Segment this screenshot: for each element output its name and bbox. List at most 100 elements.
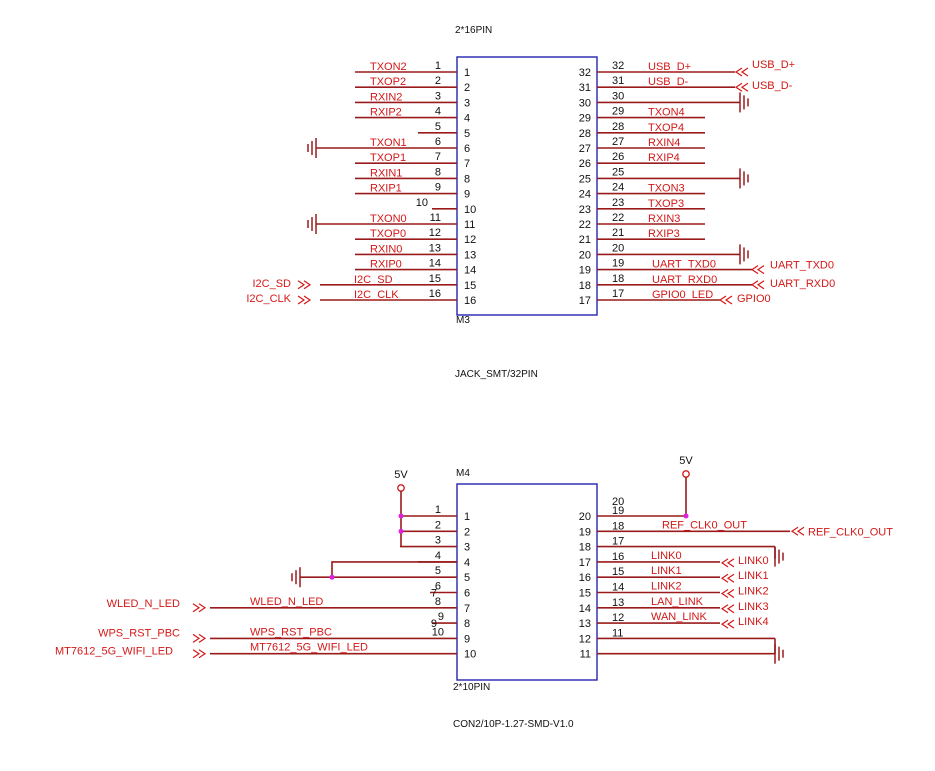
m3-left-pin-outer-number: 13 <box>429 242 441 254</box>
m3-right-net-label: TXON3 <box>648 183 685 195</box>
m3-left-pin-outer-number: 7 <box>435 151 441 163</box>
m3-port-usb-dm: USB_D- <box>752 80 793 92</box>
m4-link-port-icon <box>720 604 729 614</box>
m4-right-top-outer-number: 20 <box>612 496 624 508</box>
m4-right-pin-outer-number: 11 <box>612 627 623 639</box>
m4-port-wled: WLED_N_LED <box>107 598 180 610</box>
m3-right-pin-outer-number: 25 <box>612 166 624 178</box>
m3-left-pin-outer-number: 8 <box>435 166 441 178</box>
m3-right-pin-number: 30 <box>579 97 591 109</box>
m4-right-pin-number: 20 <box>579 511 591 523</box>
m4-wps-port-icon <box>192 633 201 643</box>
port-chevron-icon <box>726 604 735 614</box>
m4-right-pin-number: 13 <box>579 618 591 630</box>
m3-right-net-label: TXON4 <box>648 107 685 119</box>
m3-left-pin-outer-number: 15 <box>429 273 441 285</box>
m3-right-net-label: RXIN4 <box>648 137 680 149</box>
port-chevron-icon <box>198 649 207 659</box>
m4-right-pin-number: 16 <box>579 572 591 584</box>
m3-left-pin-number: 4 <box>464 113 470 125</box>
m3-left-net-label: TXON1 <box>370 137 407 149</box>
m4-left-pin-number: 10 <box>464 649 476 661</box>
m3-right-net-label: RXIP3 <box>648 228 680 240</box>
m4-port-mt7612: MT7612_5G_WIFI_LED <box>55 646 173 658</box>
port-chevron-icon <box>198 603 207 613</box>
m4-right-pin-number: 15 <box>579 588 591 600</box>
m3-top-caption: 2*16PIN <box>455 25 492 36</box>
m3-right-ground-icon <box>739 168 749 189</box>
m4-right-net-label: LINK0 <box>651 550 682 562</box>
m3-port-i2c-sd: I2C_SD <box>252 278 291 290</box>
m4-port-link: LINK3 <box>738 601 769 613</box>
m4-right-pin-number: 19 <box>579 526 591 538</box>
m3-left-net-label: I2C_SD <box>354 274 393 286</box>
m3-left-pin-number: 16 <box>464 295 476 307</box>
m4-left-pin-number: 8 <box>464 618 470 630</box>
port-chevron-icon <box>756 280 765 290</box>
m3-port-i2c-clk: I2C_CLK <box>246 293 291 305</box>
m3-left-net-label: TXOP2 <box>370 76 406 88</box>
junction-dot <box>398 528 404 534</box>
port-chevron-icon <box>740 82 749 92</box>
m4-right-ground-icon <box>774 546 784 567</box>
m3-left-pin-number: 8 <box>464 173 470 185</box>
m3-right-ground-icon <box>739 92 749 113</box>
m3-component-box <box>456 56 598 316</box>
m3-left-pin-outer-number: 6 <box>435 136 441 148</box>
m4-port-link: LINK1 <box>738 570 769 582</box>
m4-left-net-label: WPS_RST_PBC <box>250 626 332 638</box>
m3-left-net-label: TXOP0 <box>370 228 406 240</box>
m3-left-pin-number: 12 <box>464 234 476 246</box>
m3-left-pin-number: 14 <box>464 265 476 277</box>
port-chevron-icon <box>796 526 805 536</box>
m4-right-pin-outer-number: 14 <box>612 582 624 594</box>
m3-left-net-label: RXIP1 <box>370 183 402 195</box>
m3-right-pin-number: 19 <box>579 265 591 277</box>
m4-left-extra-outer-number: 7 <box>431 588 437 600</box>
m4-right-pin-outer-number: 12 <box>612 612 624 624</box>
m3-right-pin-number: 23 <box>579 204 591 216</box>
m3-right-pin-outer-number: 23 <box>612 197 624 209</box>
m3-port-uart-txd: UART_TXD0 <box>770 260 834 272</box>
m3-right-pin-outer-number: 19 <box>612 258 624 270</box>
m3-ref: M3 <box>456 315 470 326</box>
m4-right-pin-outer-number: 18 <box>612 520 624 532</box>
m4-ref: M4 <box>456 468 470 479</box>
m3-left-net-label: RXIN0 <box>370 243 402 255</box>
m4-port-refclk: REF_CLK0_OUT <box>808 526 893 538</box>
m3-gpio-port-icon <box>718 295 727 305</box>
m3-right-pin-outer-number: 31 <box>612 75 624 87</box>
m4-left-pin-number: 6 <box>464 588 470 600</box>
m3-right-net-label: TXOP4 <box>648 122 684 134</box>
m3-right-pin-outer-number: 26 <box>612 151 624 163</box>
m3-left-pin-outer-number: 5 <box>435 121 441 133</box>
m4-right-pin-number: 14 <box>579 603 591 615</box>
port-chevron-icon <box>726 573 735 583</box>
m4-right-net-label: WAN_LINK <box>651 611 707 623</box>
port-chevron-icon <box>740 67 749 77</box>
m3-right-pin-outer-number: 20 <box>612 242 624 254</box>
m3-right-pin-outer-number: 28 <box>612 121 624 133</box>
m3-port-gpio: GPIO0 <box>737 293 771 305</box>
m3-i2c-clk-port-icon <box>297 295 306 305</box>
m4-link-port-icon <box>720 573 729 583</box>
m4-left-pin-outer-number: 8 <box>435 596 441 608</box>
m3-right-net-label: RXIP4 <box>648 152 680 164</box>
junction-dot <box>398 513 404 519</box>
m4-left-pin-number: 5 <box>464 572 470 584</box>
m4-left-pin-outer-number: 4 <box>435 550 441 562</box>
m3-right-pin-number: 28 <box>579 128 591 140</box>
port-chevron-icon <box>724 295 733 305</box>
m4-port-link: LINK4 <box>738 616 769 628</box>
m3-right-pin-outer-number: 18 <box>612 273 624 285</box>
port-chevron-icon <box>726 619 735 629</box>
power-label: 5V <box>394 469 408 481</box>
m4-footprint: CON2/10P-1.27-SMD-V1.0 <box>453 719 574 730</box>
m3-right-pin-outer-number: 24 <box>612 182 624 194</box>
m3-left-ground-icon <box>307 214 317 234</box>
m4-refclk-port-icon <box>790 526 799 536</box>
m3-left-pin-outer-number: 3 <box>435 90 441 102</box>
port-chevron-icon <box>303 295 312 305</box>
port-chevron-icon <box>756 265 765 275</box>
m3-right-pin-number: 24 <box>579 189 591 201</box>
